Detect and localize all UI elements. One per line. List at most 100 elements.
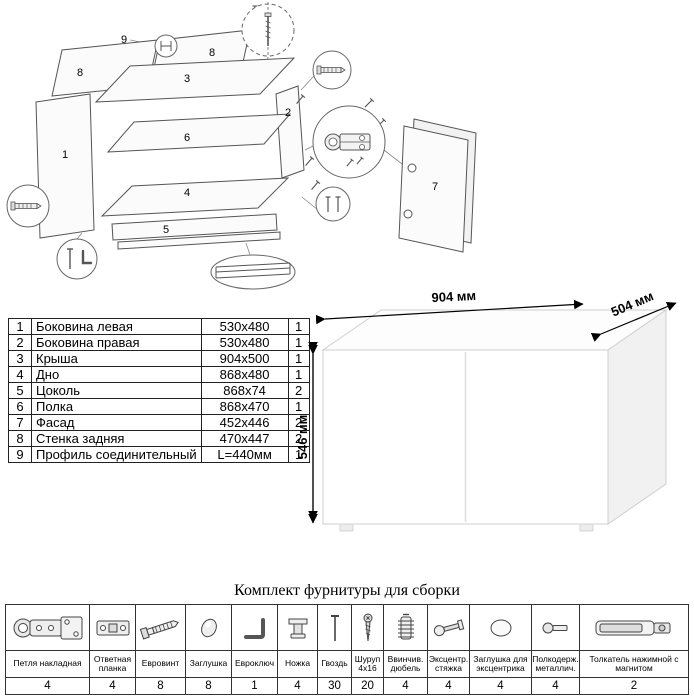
width-arrow [315,299,584,325]
part-size: L=440мм [200,446,289,463]
hardware-name: Толкатель нажимной с магнитом [580,651,688,678]
hardware-kit-title: Комплект фурнитуры для сборки [234,582,460,599]
door-hinge-hole-1 [407,163,417,173]
euro-screw-icon [139,619,179,640]
part-label-2: 2 [285,107,291,119]
hardware-qty: 4 [552,680,559,692]
cabinet-foot-right [579,523,594,532]
part-num: 7 [8,414,32,431]
hardware-qty: 8 [157,680,164,692]
hinge-icon [13,616,82,639]
part-label-5: 5 [163,224,169,236]
hardware-qty: 4 [44,680,51,692]
hardware-name: Петля накладная [6,651,89,678]
hardware-name: Ввинчив. дюбель [384,651,427,678]
callout-screws [315,186,351,222]
hardware-name: Евроключ [232,651,277,678]
callout-euro-screw [312,50,352,90]
hardware-name: Полкодерж. металлич. [532,651,579,678]
part-size: 470x447 [200,430,289,447]
plinth-front [111,213,278,241]
part-num: 1 [8,318,32,335]
hardware-name: Ножка [278,651,317,678]
part-num: 5 [8,382,32,399]
top-panel [94,57,296,103]
hardware-qty: 2 [630,680,638,692]
part-num: 2 [8,334,32,351]
callout-profile [210,254,296,290]
hardware-qty: 8 [205,680,212,692]
hardware-item: Ввинчив. дюбель 4 [384,605,428,694]
cap-icon [200,618,217,637]
hardware-qty: 20 [361,680,374,692]
hardware-qty: 4 [109,680,116,692]
hardware-name: Гвоздь [318,651,351,678]
part-size: 530x480 [200,318,289,335]
hardware-qty: 30 [328,680,341,692]
door-hinge-hole-2 [403,209,413,219]
part-name: Крыша [31,350,202,367]
screw-icon [363,613,372,641]
callout-screw-key [56,238,98,280]
hardware-qty: 1 [251,680,258,692]
part-size: 904x500 [200,350,289,367]
part-name: Дно [31,366,202,383]
nail-icon [330,614,339,641]
bottom-panel [100,177,290,217]
part-label-6: 6 [184,132,190,144]
shelf-pin-icon [542,622,567,633]
hardware-item: Евровинт 8 [136,605,186,694]
part-size: 868x480 [200,366,289,383]
hardware-item: Заглушка для эксцентрика 4 [470,605,532,694]
part-label-3: 3 [184,73,190,85]
part-num: 6 [8,398,32,415]
hardware-item: Ответная планка 4 [90,605,136,694]
hardware-item: Полкодерж. металлич. 4 [532,605,580,694]
part-label-9: 9 [121,34,127,46]
cabinet-panels [35,29,477,253]
hardware-item: Шуруп 4x16 20 [352,605,384,694]
part-size: 530x480 [200,334,289,351]
part-name: Боковина правая [31,334,202,351]
foot-icon [288,618,307,638]
hardware-item: Гвоздь 30 [318,605,352,694]
part-num: 3 [8,350,32,367]
push-latch-icon [595,620,671,635]
part-num: 4 [8,366,32,383]
hardware-item: Заглушка 8 [186,605,232,694]
depth-arrow [590,302,677,342]
width-dimension-label: 904 мм [431,288,476,305]
hardware-name: Заглушка [186,651,231,678]
exploded-view-diagram: 1 2 3 4 5 6 7 8 8 9 [6,2,477,290]
callout-top-screw [241,2,295,58]
part-name: Стенка задняя [31,430,202,447]
part-size: 452x446 [200,414,289,431]
part-name: Цоколь [31,382,202,399]
hardware-item: Петля накладная 4 [6,605,90,694]
door-panel [398,125,469,253]
part-num: 8 [8,430,32,447]
hardware-name: Ответная планка [90,651,135,678]
part-num: 9 [8,446,32,463]
cabinet-render: 546 мм 904 мм 504 мм [298,288,677,532]
hardware-item: Евроключ 1 [232,605,278,694]
hardware-qty: 4 [497,680,504,692]
cam-bolt-icon [433,618,464,636]
callout-profile-section [154,34,178,58]
hardware-qty: 4 [294,680,301,692]
hardware-qty: 4 [402,680,409,692]
hardware-name: Шуруп 4x16 [352,651,383,678]
cabinet-foot-left [339,523,354,532]
part-name: Полка [31,398,202,415]
cam-cap-icon [490,619,511,636]
